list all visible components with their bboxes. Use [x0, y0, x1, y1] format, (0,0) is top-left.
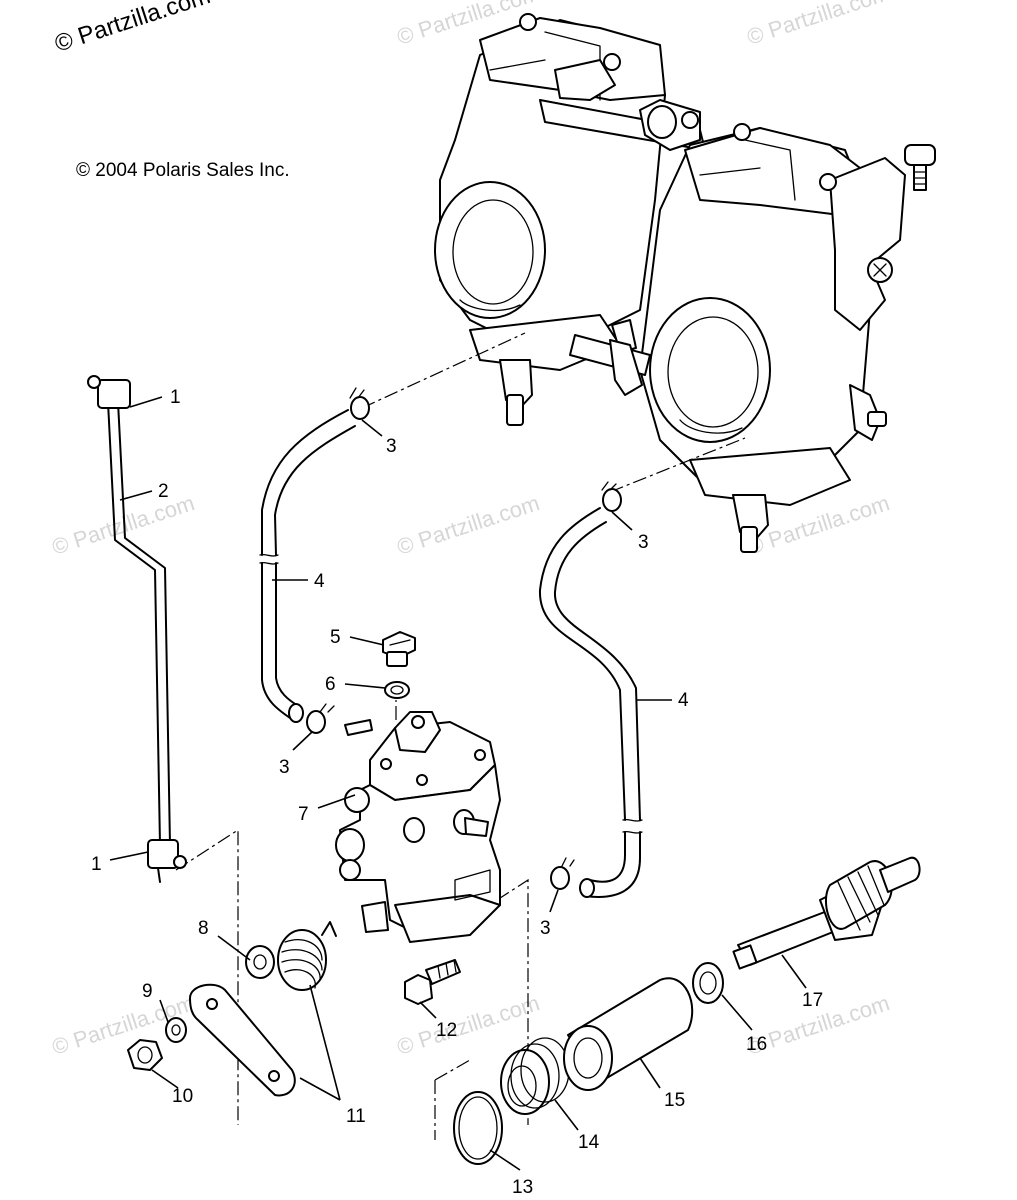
callout-6: 6 — [325, 674, 336, 695]
callout-4: 4 — [678, 690, 689, 711]
callout-12: 12 — [436, 1020, 457, 1041]
clamp-2 — [601, 481, 622, 512]
clamp-3 — [306, 703, 335, 734]
hose-left — [259, 409, 356, 723]
hose-right — [538, 507, 643, 898]
leader-lines — [109, 396, 807, 1171]
callout-numbers: 1 2 3 3 4 5 6 4 3 7 1 3 8 9 10 11 12 13 … — [91, 387, 823, 1198]
callout-1: 1 — [91, 854, 102, 875]
callout-8: 8 — [198, 918, 209, 939]
hose-clamps — [306, 387, 622, 890]
oil-line-assembly — [87, 375, 187, 883]
callout-17: 17 — [802, 990, 823, 1011]
watermark: © Partzilla.com — [394, 490, 543, 560]
callout-10: 10 — [172, 1086, 193, 1107]
clamp-4 — [550, 857, 575, 890]
clamp-1 — [349, 387, 370, 420]
carburetor-assembly — [434, 13, 936, 553]
sealing-washer — [384, 681, 410, 699]
hex-nut-10 — [127, 1039, 163, 1071]
corner-watermark: © Partzilla.com — [52, 0, 214, 58]
return-spring — [277, 921, 337, 991]
callout-3: 3 — [386, 436, 397, 457]
callout-16: 16 — [746, 1034, 767, 1055]
callout-5: 5 — [330, 627, 341, 648]
callout-3: 3 — [540, 918, 551, 939]
callout-7: 7 — [298, 804, 309, 825]
callout-15: 15 — [664, 1090, 685, 1111]
drive-spring — [500, 1037, 570, 1115]
callout-1: 1 — [170, 387, 181, 408]
pump-screw — [404, 959, 461, 1005]
washer-8 — [245, 945, 275, 979]
bushing-sleeve — [563, 977, 694, 1091]
shaft-washer — [692, 962, 724, 1004]
control-lever — [189, 983, 296, 1097]
callout-11: 11 — [346, 1106, 366, 1127]
callout-9: 9 — [142, 981, 153, 1002]
pump-drive-shaft — [732, 856, 921, 970]
callout-3: 3 — [279, 757, 290, 778]
lock-washer-9 — [165, 1017, 187, 1043]
callout-3: 3 — [638, 532, 649, 553]
callout-14: 14 — [578, 1132, 600, 1153]
copyright-notice: © 2004 Polaris Sales Inc. — [76, 160, 290, 181]
callout-4: 4 — [314, 571, 325, 592]
callout-2: 2 — [158, 481, 169, 502]
callout-13: 13 — [512, 1177, 533, 1198]
o-ring — [453, 1091, 503, 1165]
watermark: © Partzilla.com — [744, 0, 893, 50]
banjo-bolt — [382, 631, 416, 667]
oil-pump — [335, 711, 501, 943]
